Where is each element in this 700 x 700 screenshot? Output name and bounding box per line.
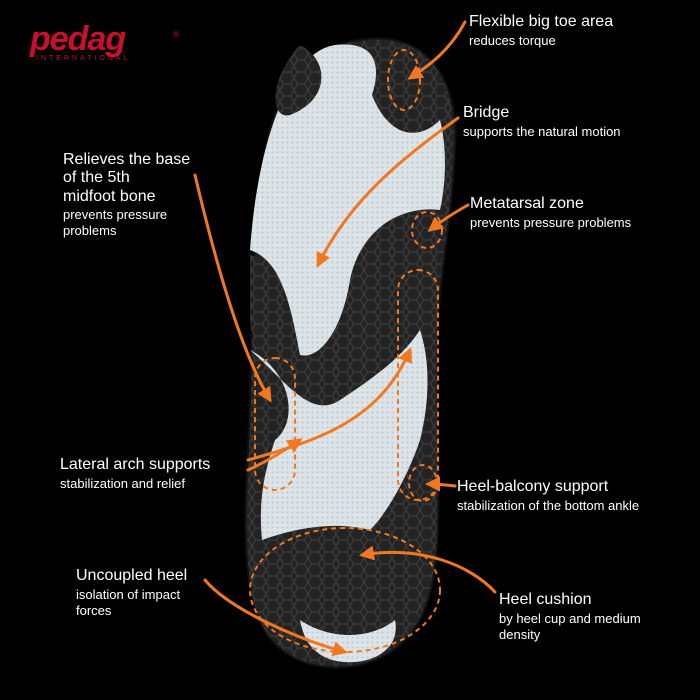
arrow-lateral-2 xyxy=(246,438,303,472)
forefoot-pad xyxy=(275,45,322,116)
heel-cup-zone xyxy=(249,527,441,653)
label-metatarsal: Metatarsal zone prevents pressure proble… xyxy=(470,195,631,231)
label-balcony-desc: stabilization of the bottom ankle xyxy=(457,498,640,514)
brand-reg: ® xyxy=(173,30,179,39)
label-lateral-desc: stabilization and relief xyxy=(60,476,186,492)
brand-sub: INTERNATIONAL xyxy=(36,55,131,62)
label-fifth-desc-2: problems xyxy=(63,223,117,239)
label-cushion: Heel cushion by heel cup and medium dens… xyxy=(499,591,641,643)
label-uncoupled: Uncoupled heel isolation of impact force… xyxy=(76,567,187,619)
label-fifth-desc-1: prevents pressure xyxy=(63,207,168,223)
pedag-logo: pedag INTERNATIONAL ® xyxy=(30,22,180,62)
arrow-lateral-1 xyxy=(246,347,413,462)
label-uncoupled-desc-2: forces xyxy=(76,603,112,619)
label-big-toe-desc: reduces torque xyxy=(469,33,556,49)
label-big-toe-title: Flexible big toe area xyxy=(469,13,614,30)
label-uncoupled-title: Uncoupled heel xyxy=(76,567,188,584)
label-balcony-title: Heel-balcony support xyxy=(457,478,609,495)
label-fifth-title-3: midfoot bone xyxy=(63,187,156,205)
arrow-uncoupled xyxy=(203,578,348,657)
arrow-bridge xyxy=(316,116,460,268)
label-fifth-title-2: of the 5th xyxy=(63,169,130,187)
arrow-fifth xyxy=(193,173,272,403)
label-bridge-desc: supports the natural motion xyxy=(463,124,621,140)
label-metatarsal-desc: prevents pressure problems xyxy=(470,215,632,231)
label-cushion-desc-1: by heel cup and medium xyxy=(499,611,641,627)
lateral-zone xyxy=(254,357,296,491)
arrow-big-toe xyxy=(407,20,467,80)
label-metatarsal-title: Metatarsal zone xyxy=(470,195,584,212)
arrow-balcony xyxy=(425,476,457,492)
label-fifth-title-1: Relieves the base xyxy=(63,151,191,168)
label-fifth: Relieves the base of the 5th midfoot bon… xyxy=(63,151,190,239)
insole-light-area xyxy=(250,44,445,663)
label-cushion-title: Heel cushion xyxy=(499,591,592,608)
label-lateral-title: Lateral arch supports xyxy=(60,456,211,473)
arrow-metatarsal xyxy=(427,203,470,232)
label-bridge: Bridge supports the natural motion xyxy=(463,104,621,140)
label-balcony: Heel-balcony support stabilization of th… xyxy=(457,478,639,514)
label-big-toe: Flexible big toe area reduces torque xyxy=(469,13,613,49)
lateral-pad xyxy=(250,255,282,339)
label-lateral: Lateral arch supports stabilization and … xyxy=(60,456,210,492)
arrow-cushion xyxy=(359,545,497,594)
brand-name: pedag xyxy=(30,20,126,58)
label-bridge-title: Bridge xyxy=(463,104,510,121)
big-toe-zone xyxy=(387,49,421,111)
label-cushion-desc-2: density xyxy=(499,627,541,643)
label-uncoupled-desc-1: isolation of impact xyxy=(76,587,181,603)
